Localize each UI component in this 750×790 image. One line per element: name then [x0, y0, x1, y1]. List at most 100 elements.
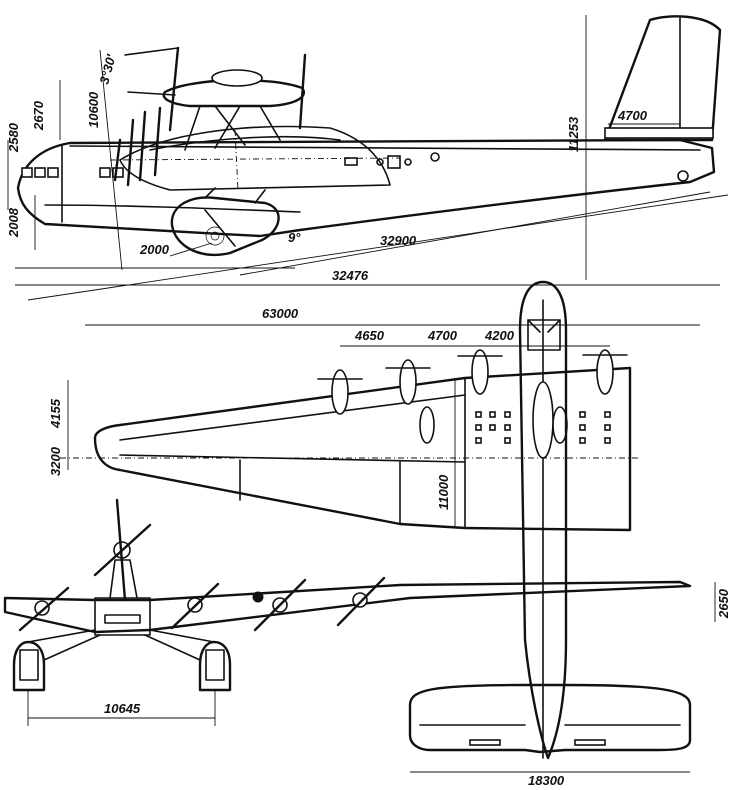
hull-plan-outline — [518, 280, 568, 760]
dim-line-10600 — [99, 49, 123, 271]
propeller-blade-a — [126, 118, 135, 187]
nacelle-cowl-top — [211, 69, 263, 87]
wing-spar-line-2 — [119, 454, 466, 463]
front-view: 10645 — [3, 498, 692, 726]
front-float-right-detail — [205, 649, 225, 681]
wing-center-section — [119, 125, 391, 191]
float-propeller — [204, 209, 236, 247]
porthole-3 — [430, 152, 440, 162]
front-float-left-detail — [19, 649, 39, 681]
tail-light — [677, 170, 689, 182]
angle-3-30: 3°30′ — [96, 52, 118, 86]
dim-2670: 2670 — [31, 100, 46, 131]
nacelle-plan-3 — [471, 349, 489, 395]
dim-2650: 2650 — [716, 588, 731, 619]
dim-4650: 4650 — [354, 328, 385, 343]
dim-2008: 2008 — [6, 207, 21, 238]
cockpit-frame — [527, 319, 561, 351]
wing-chord-line — [234, 129, 239, 191]
nacelle-strut-3 — [214, 105, 241, 149]
side-view: 2580 2670 10600 2008 3°30′ 11253 4700 20… — [6, 15, 729, 301]
hull-chine-line — [44, 204, 301, 213]
front-prop-3 — [253, 578, 307, 632]
front-engine-5 — [252, 591, 264, 603]
nacelle-plan-2 — [399, 359, 417, 405]
float-strut-2 — [254, 189, 266, 204]
float-strut-left-1 — [27, 629, 96, 643]
propeller-spinner-blade-2 — [127, 91, 176, 96]
upper-propeller-front — [168, 46, 180, 132]
propeller-spinner-blade-1 — [124, 47, 179, 56]
nacelle-plan-4 — [596, 349, 614, 395]
dim-2000: 2000 — [139, 242, 170, 257]
nacelle-strut-2 — [214, 105, 246, 146]
hatch-2 — [387, 155, 401, 169]
dim-4155: 4155 — [48, 398, 63, 429]
front-prop-1 — [18, 586, 70, 632]
tailplane-side — [604, 127, 714, 139]
nacelle-strut-1 — [184, 105, 201, 151]
dim-line-32900 — [27, 194, 729, 301]
dim-4200: 4200 — [484, 328, 515, 343]
float-hub-inner — [210, 231, 220, 241]
float-strut-right-2 — [144, 634, 201, 661]
dim-2580: 2580 — [6, 122, 21, 153]
bow-window-2 — [34, 167, 46, 178]
bow-window-1 — [21, 167, 33, 178]
dim-18300: 18300 — [528, 773, 565, 788]
front-engine-4 — [352, 592, 368, 608]
front-wing — [3, 580, 692, 634]
nacelle-plan-1 — [331, 369, 349, 415]
propeller-blade-b — [138, 110, 147, 182]
tail-fin — [603, 15, 722, 142]
dim-32900: 32900 — [380, 233, 417, 248]
dim-10645: 10645 — [104, 701, 141, 716]
angle-9: 9° — [288, 230, 301, 245]
tailplane-plan — [408, 683, 692, 754]
front-top-prop — [93, 523, 152, 577]
front-hull — [94, 597, 151, 636]
wing-fittings — [475, 411, 611, 444]
dim-line-2000 — [169, 242, 213, 257]
wing-leading-edge — [149, 135, 341, 151]
front-engine-1 — [34, 600, 50, 616]
propeller-blade-d — [113, 138, 122, 182]
float-outline — [170, 196, 280, 256]
dim-10600: 10600 — [86, 91, 101, 128]
float-strut-left-2 — [43, 634, 101, 661]
front-top-prop-vert — [115, 498, 127, 602]
dim-3200: 3200 — [48, 446, 63, 476]
hatch-1 — [344, 157, 358, 166]
elevator-tab-1 — [469, 739, 501, 746]
front-prop-4 — [336, 576, 386, 627]
elevator-tab-2 — [574, 739, 606, 746]
porthole-2 — [404, 158, 412, 166]
float-hub — [205, 226, 225, 246]
bow-window-3 — [47, 167, 59, 178]
dim-11253: 11253 — [566, 116, 581, 152]
front-prop-2 — [170, 582, 220, 630]
dim-4700-engine: 4700 — [427, 328, 458, 343]
front-hull-window — [104, 614, 141, 624]
cockpit-x-1 — [527, 319, 561, 333]
front-float-right — [198, 640, 232, 692]
nacelle-strut-4 — [259, 105, 281, 141]
wing-centerline — [109, 157, 401, 161]
dim-32476: 32476 — [332, 268, 369, 283]
plan-view: 63000 4650 4700 4200 4155 3200 11000 265… — [48, 280, 731, 788]
hull-top-nacelle — [532, 381, 554, 459]
float-strut-right-1 — [149, 629, 215, 643]
dim-11000: 11000 — [436, 474, 451, 510]
hull-sheer-line — [69, 145, 701, 151]
keel-angle-line — [239, 191, 711, 276]
bow-window-5 — [112, 167, 124, 178]
upper-propeller-rear — [298, 53, 307, 130]
float-strut-1 — [204, 187, 216, 199]
bow-window-4 — [99, 167, 111, 178]
dim-4700-tail: 4700 — [617, 108, 648, 123]
nacelle-plan-5 — [419, 406, 435, 444]
dim-63000: 63000 — [262, 306, 299, 321]
hull-outline — [16, 138, 716, 238]
